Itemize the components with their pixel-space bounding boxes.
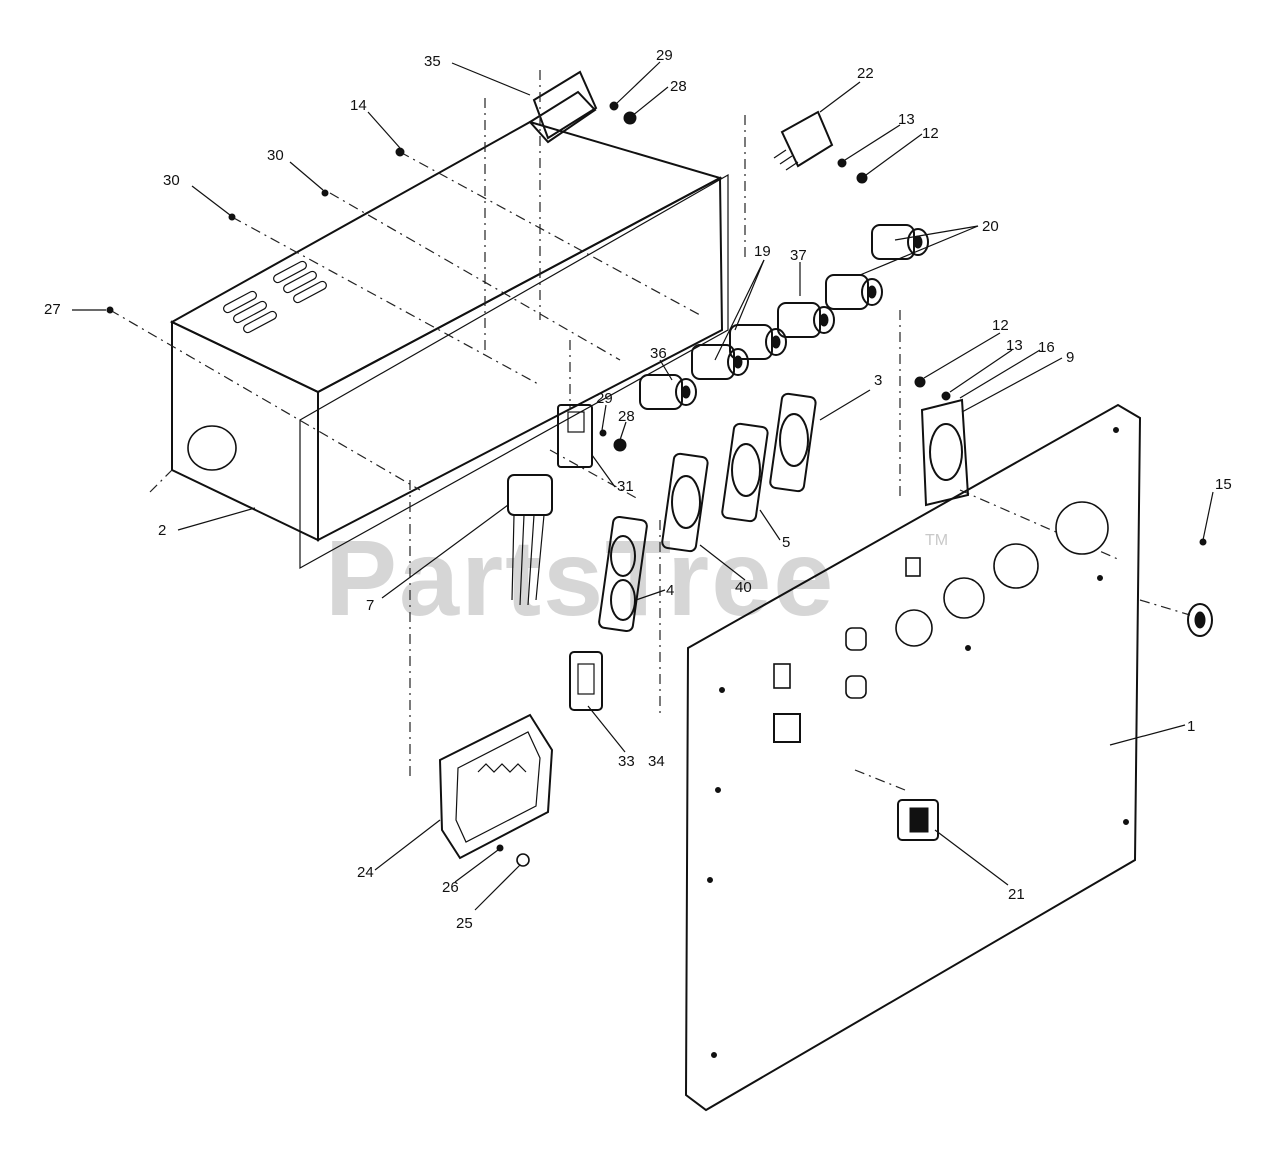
part-callouts: 35 29 28 14 30 30 27 22 13 12 20 19 37 1… bbox=[44, 47, 1232, 932]
callout-28: 28 bbox=[618, 408, 635, 425]
callout-13: 13 bbox=[898, 111, 915, 128]
callout-14: 14 bbox=[350, 97, 367, 114]
callout-34: 34 bbox=[648, 753, 665, 770]
callout-9: 9 bbox=[1066, 349, 1074, 366]
callout-31: 31 bbox=[617, 478, 634, 495]
watermark-trademark: TM bbox=[925, 532, 948, 549]
callout-12: 12 bbox=[992, 317, 1009, 334]
toggle-switch-part bbox=[569, 651, 603, 711]
callout-4: 4 bbox=[666, 582, 674, 599]
front-panel bbox=[684, 403, 1142, 1112]
screws bbox=[106, 147, 405, 314]
callout-30: 30 bbox=[267, 147, 284, 164]
rectifier-part bbox=[773, 110, 868, 184]
wiring-harness-part bbox=[507, 474, 553, 606]
callout-19: 19 bbox=[754, 243, 771, 260]
bracket-part bbox=[557, 404, 627, 468]
callout-20: 20 bbox=[982, 218, 999, 235]
callout-27: 27 bbox=[44, 301, 61, 318]
callout-33: 33 bbox=[618, 753, 635, 770]
callout-13: 13 bbox=[1006, 337, 1023, 354]
callout-29: 29 bbox=[596, 390, 613, 407]
callout-37: 37 bbox=[790, 247, 807, 264]
callout-1: 1 bbox=[1187, 718, 1195, 735]
callout-12: 12 bbox=[922, 125, 939, 142]
callout-36: 36 bbox=[650, 345, 667, 362]
callout-28: 28 bbox=[670, 78, 687, 95]
duplex-outlet-part bbox=[914, 376, 970, 507]
callout-15: 15 bbox=[1215, 476, 1232, 493]
circuit-breakers bbox=[639, 224, 929, 410]
leader-lines bbox=[72, 61, 1214, 911]
callout-5: 5 bbox=[782, 534, 790, 551]
callout-29: 29 bbox=[656, 47, 673, 64]
callout-40: 40 bbox=[735, 579, 752, 596]
callout-22: 22 bbox=[857, 65, 874, 82]
idle-control-module bbox=[438, 713, 554, 867]
callout-2: 2 bbox=[158, 522, 166, 539]
callout-24: 24 bbox=[357, 864, 374, 881]
callout-16: 16 bbox=[1038, 339, 1055, 356]
on-off-rocker-switch bbox=[897, 799, 939, 841]
callout-25: 25 bbox=[456, 915, 473, 932]
callout-26: 26 bbox=[442, 879, 459, 896]
callout-3: 3 bbox=[874, 372, 882, 389]
voltage-regulator-part bbox=[528, 70, 637, 144]
callout-30: 30 bbox=[163, 172, 180, 189]
grommet-part bbox=[1187, 538, 1213, 637]
assembly-guide-lines bbox=[109, 70, 1191, 791]
receptacles bbox=[598, 392, 817, 633]
watermark-text: PartsTree bbox=[325, 517, 835, 638]
callout-21: 21 bbox=[1008, 886, 1025, 903]
callout-7: 7 bbox=[366, 597, 374, 614]
control-box-housing bbox=[149, 120, 729, 570]
callout-35: 35 bbox=[424, 53, 441, 70]
